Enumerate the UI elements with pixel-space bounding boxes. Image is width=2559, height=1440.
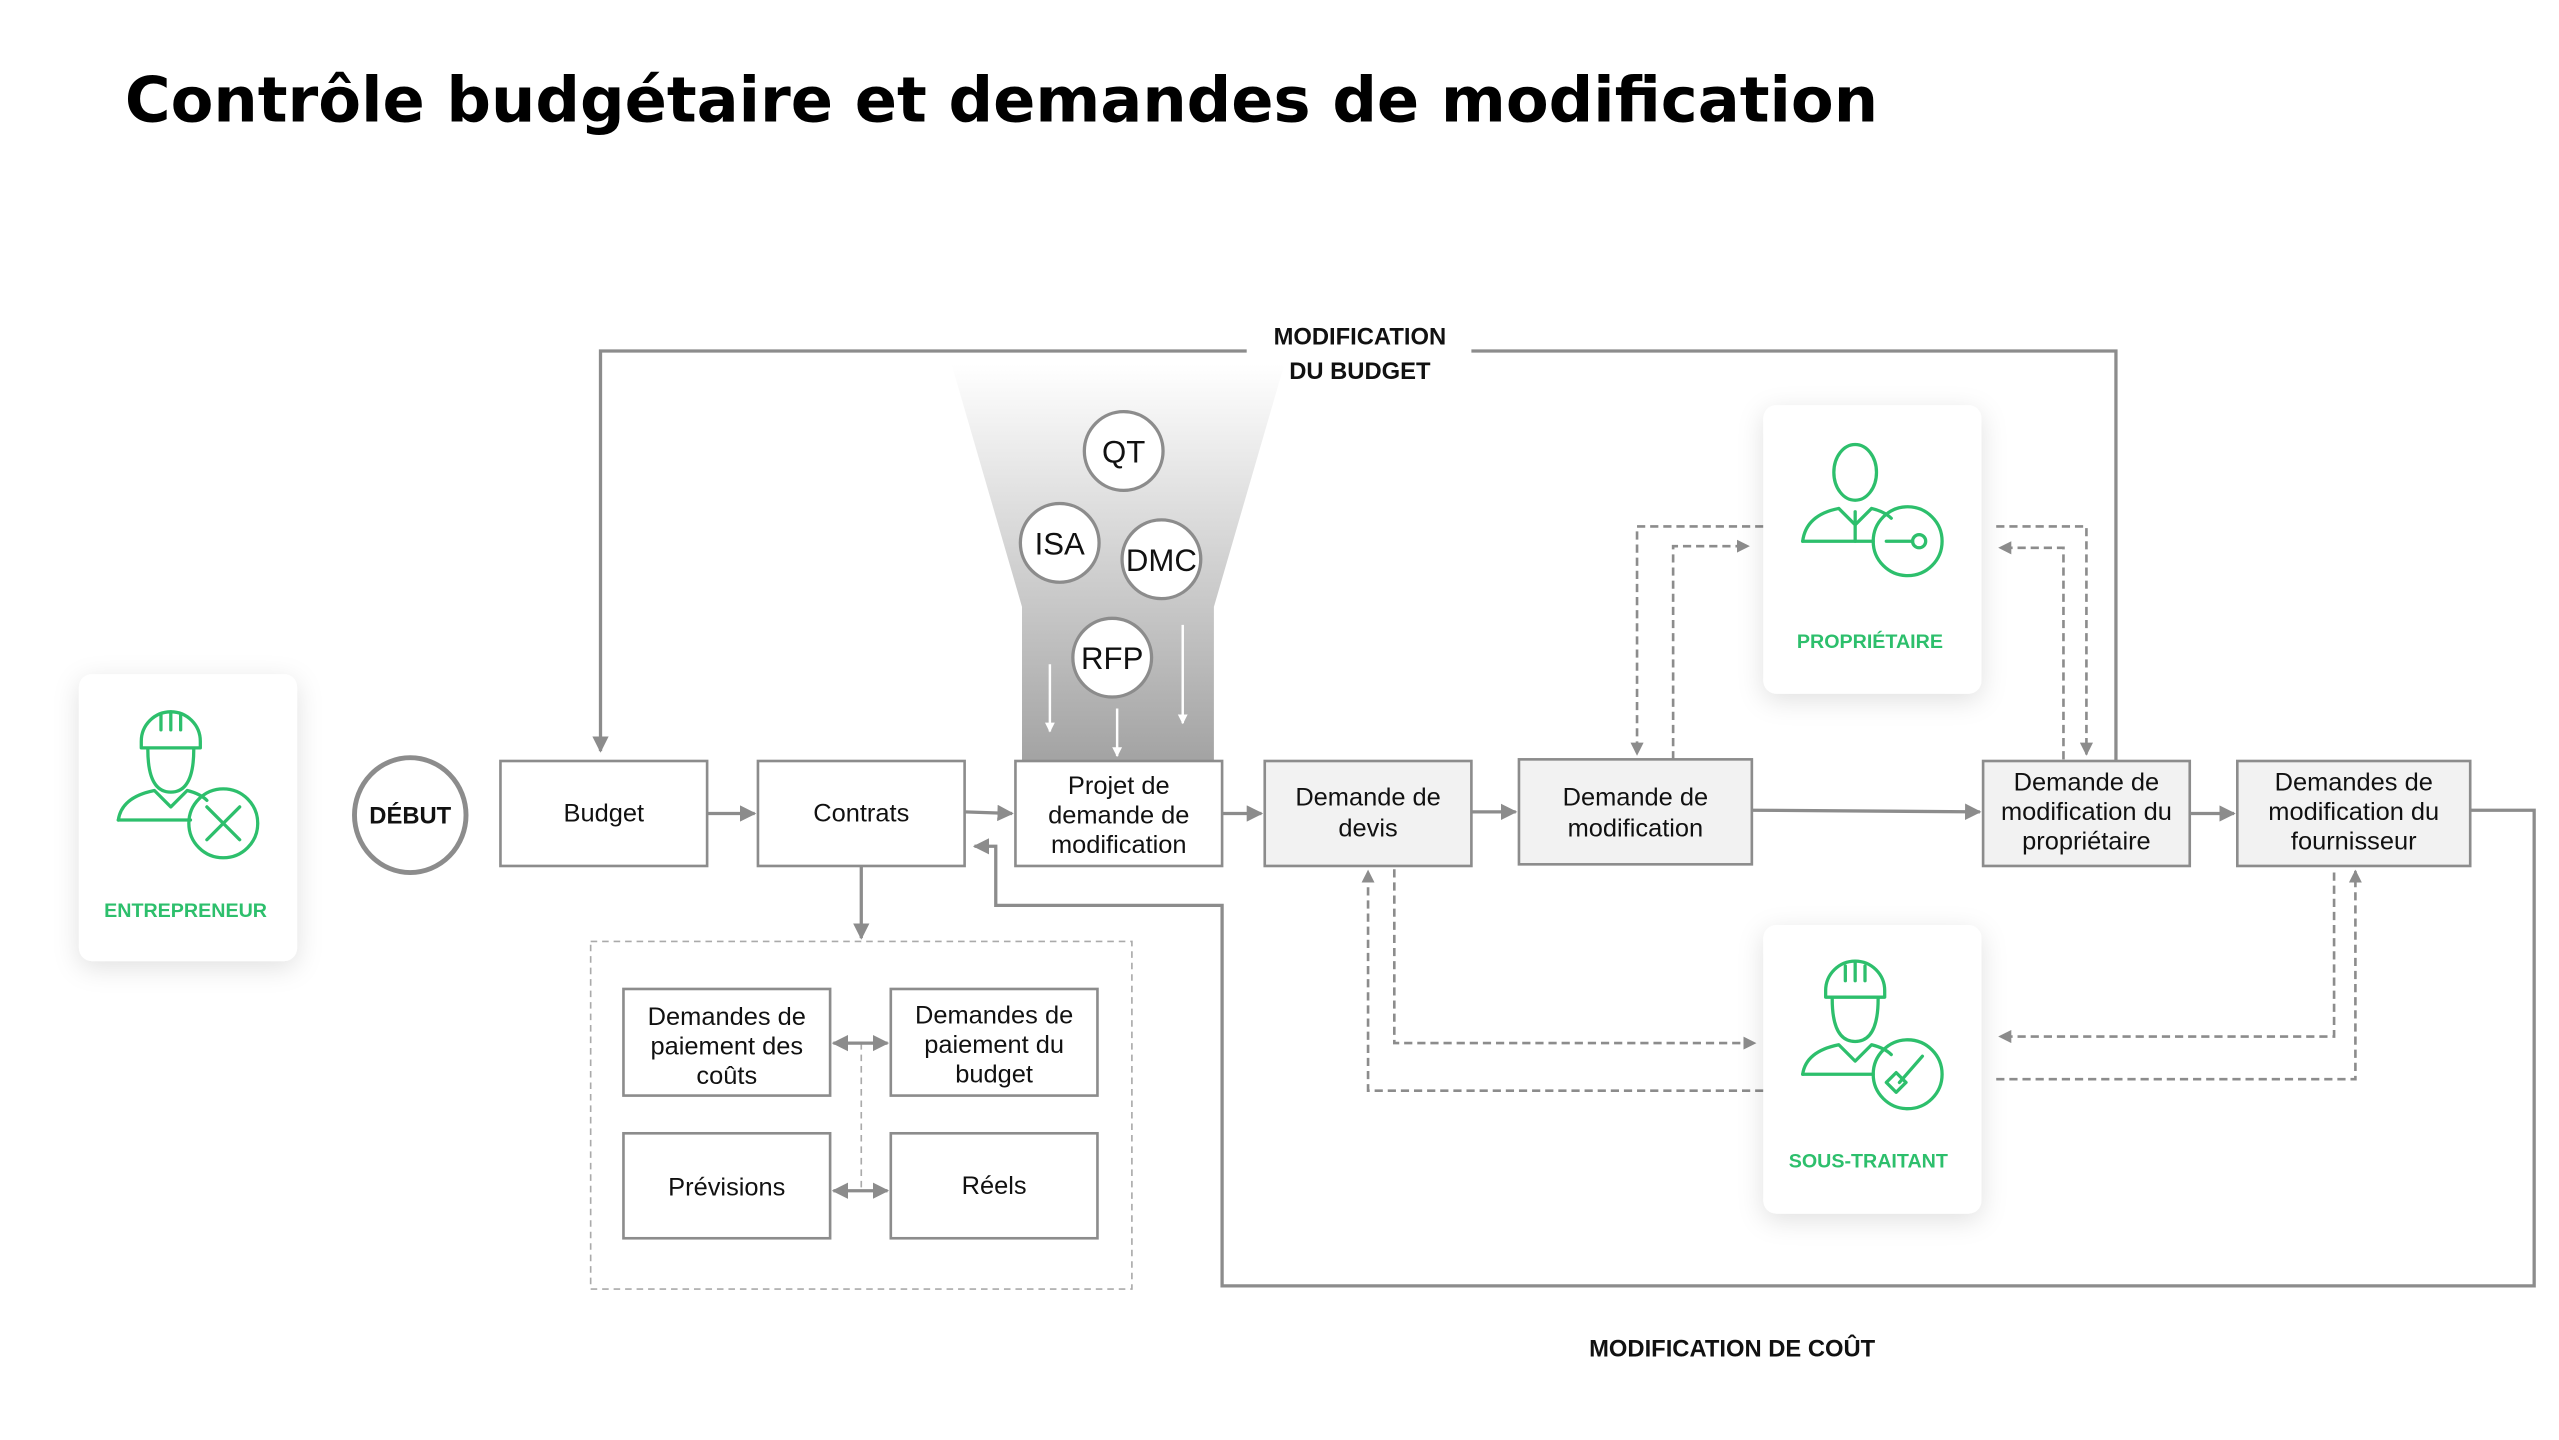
budget-change-arrow — [592, 349, 1247, 753]
svg-text:Projet de: Projet de — [1068, 772, 1170, 800]
box-demande-devis: Demande de devis — [1263, 759, 1473, 868]
dashed-arrow — [1998, 541, 2065, 760]
role-label: SOUS-TRAITANT — [1789, 1151, 1948, 1173]
svg-text:Demande de: Demande de — [1563, 783, 1708, 811]
svg-text:paiement des: paiement des — [651, 1033, 804, 1061]
svg-text:ISA: ISA — [1035, 526, 1085, 561]
budget-change-label: MODIFICATION — [1274, 323, 1447, 350]
svg-text:budget: budget — [955, 1060, 1033, 1088]
owner-key-icon — [1801, 442, 1944, 578]
arrow — [1751, 803, 1982, 820]
role-label: ENTREPRENEUR — [104, 900, 267, 922]
role-card-proprietaire: PROPRIÉTAIRE — [1763, 405, 1982, 694]
svg-text:paiement du: paiement du — [924, 1031, 1064, 1059]
box-demande-modification: Demande de modification — [1517, 758, 1754, 866]
funnel-item-isa: ISA — [1018, 501, 1101, 584]
arrow — [964, 804, 1014, 822]
role-label: PROPRIÉTAIRE — [1797, 630, 1943, 653]
svg-text:modification: modification — [1051, 831, 1187, 859]
box-reels: Réels — [889, 1131, 1099, 1240]
dashed-arrow — [1996, 869, 2362, 1081]
payments-group — [589, 940, 1133, 1290]
role-card-entrepreneur: ENTREPRENEUR — [78, 674, 298, 962]
page-title: Contrôle budgétaire et demandes de modif… — [125, 63, 1878, 136]
svg-text:fournisseur: fournisseur — [2291, 828, 2417, 856]
budget-change-line — [1471, 349, 2118, 762]
svg-text:demande de: demande de — [1048, 801, 1189, 829]
svg-text:modification du: modification du — [2268, 798, 2439, 826]
box-previsions: Prévisions — [622, 1131, 832, 1240]
funnel-item-qt: QT — [1082, 410, 1165, 493]
svg-text:QT: QT — [1102, 435, 1145, 470]
svg-text:Réels: Réels — [962, 1172, 1027, 1200]
dashed-arrow — [1392, 869, 1757, 1050]
svg-text:Demandes de: Demandes de — [648, 1003, 806, 1031]
svg-text:Demande de: Demande de — [2014, 769, 2159, 797]
budget-change-label: DU BUDGET — [1289, 358, 1431, 385]
svg-text:devis: devis — [1338, 814, 1397, 842]
dashed-arrow — [1998, 872, 2336, 1044]
svg-text:Contrats: Contrats — [813, 800, 909, 828]
funnel — [951, 364, 1285, 762]
svg-text:DMC: DMC — [1126, 543, 1197, 578]
svg-text:Prévisions: Prévisions — [668, 1174, 785, 1202]
dashed-arrow — [1671, 539, 1750, 760]
cost-change-arrow — [972, 808, 2536, 1288]
svg-text:Demandes de: Demandes de — [2275, 769, 2433, 797]
role-card-sous-traitant: SOUS-TRAITANT — [1763, 925, 1982, 1214]
svg-text:propriétaire: propriétaire — [2022, 828, 2151, 856]
svg-text:coûts: coûts — [696, 1062, 757, 1090]
dashed-arrow — [1630, 525, 1764, 756]
svg-text:modification du: modification du — [2001, 798, 2172, 826]
svg-text:modification: modification — [1568, 814, 1704, 842]
contractor-tools-icon — [116, 710, 260, 860]
svg-text:Demande de: Demande de — [1295, 783, 1440, 811]
dashed-arrow — [1996, 525, 2093, 756]
start-node: DÉBUT — [352, 755, 469, 875]
cost-change-label: MODIFICATION DE COÛT — [1589, 1334, 1876, 1362]
dashed-arrow — [1361, 869, 1764, 1092]
box-budget: Budget — [499, 759, 709, 868]
svg-text:Budget: Budget — [564, 800, 645, 828]
svg-text:Demandes de: Demandes de — [915, 1001, 1073, 1029]
funnel-item-rfp: RFP — [1071, 616, 1154, 699]
svg-text:DÉBUT: DÉBUT — [369, 801, 451, 829]
svg-text:RFP: RFP — [1081, 641, 1143, 676]
subcontractor-shovel-icon — [1801, 959, 1944, 1111]
box-contrats: Contrats — [756, 759, 966, 868]
funnel-item-dmc: DMC — [1120, 518, 1203, 601]
